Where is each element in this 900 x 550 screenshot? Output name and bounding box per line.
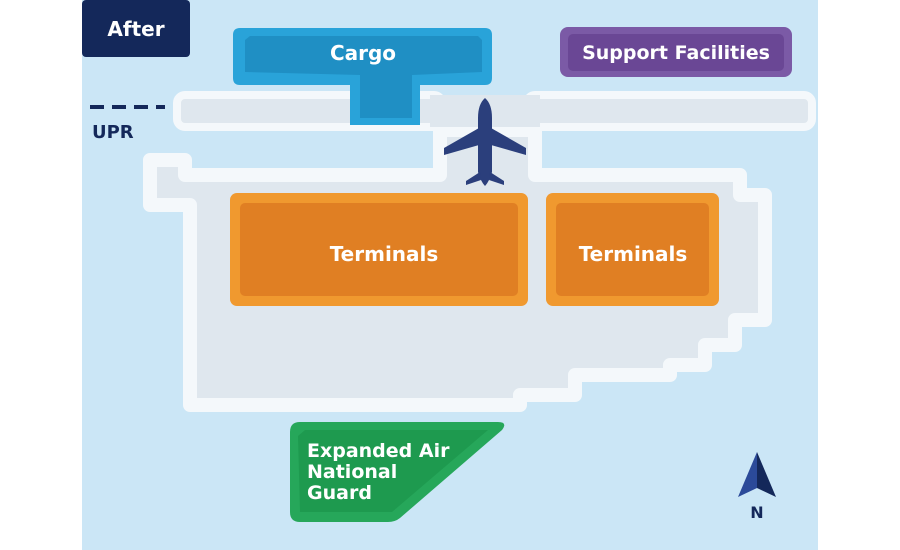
terminals-left-area: Terminals	[230, 193, 528, 306]
taxiway-right	[523, 91, 816, 131]
terminals-right-label: Terminals	[579, 242, 688, 266]
terminals-left-label: Terminals	[330, 242, 439, 266]
guard-label-line3: Guard	[307, 482, 372, 504]
upr-label: UPR	[92, 122, 134, 143]
cargo-area: Cargo	[233, 28, 492, 125]
guard-label-line1: Expanded Air	[307, 440, 450, 462]
support-facilities-area: Support Facilities	[560, 27, 792, 77]
support-facilities-label: Support Facilities	[582, 42, 770, 64]
airplane-icon	[444, 98, 526, 186]
terminals-right-area: Terminals	[546, 193, 719, 306]
north-label: N	[750, 503, 763, 522]
air-national-guard-area: Expanded Air National Guard	[290, 422, 505, 522]
after-badge	[82, 0, 190, 57]
guard-label-line2: National	[307, 461, 397, 483]
cargo-label: Cargo	[330, 41, 396, 65]
after-badge-label: After	[107, 17, 164, 41]
north-arrow-icon	[738, 452, 776, 497]
